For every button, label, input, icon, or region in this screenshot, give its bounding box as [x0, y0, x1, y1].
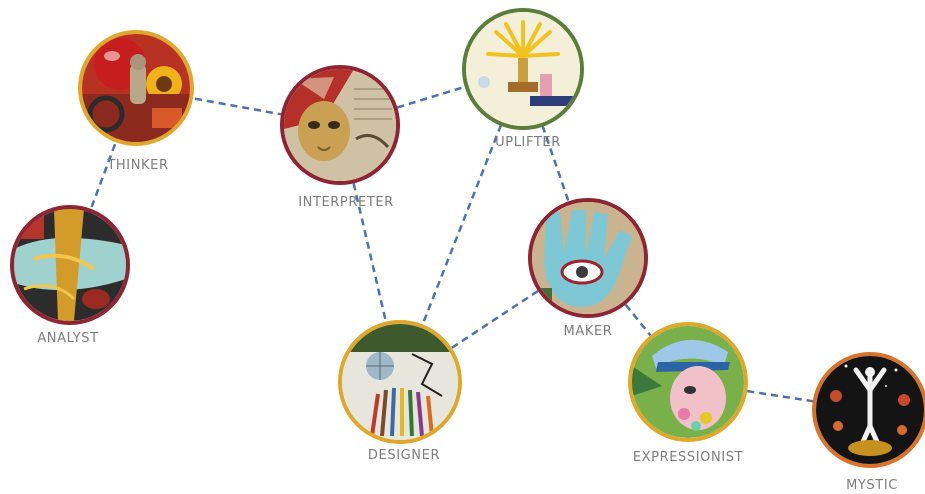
- maker-hand-eye-icon: [528, 198, 648, 318]
- node-label: MYSTIC: [846, 478, 898, 493]
- mystic-figure-icon: [812, 352, 925, 468]
- node-label: MAKER: [564, 324, 613, 339]
- expressionist-face-icon: [628, 322, 748, 442]
- node-label: EXPRESSIONIST: [633, 450, 743, 465]
- uplifter-sun-icon: [462, 8, 584, 130]
- analyst-collage-icon: [10, 205, 130, 325]
- node-label: UPLIFTER: [495, 135, 561, 150]
- designer-pencils-icon: [338, 320, 462, 444]
- node-label: DESIGNER: [368, 448, 440, 463]
- interpreter-mask-icon: [280, 65, 400, 185]
- node-label: INTERPRETER: [298, 195, 394, 210]
- node-label: THINKER: [107, 158, 168, 173]
- thinker-collage-icon: [78, 30, 194, 146]
- node-label: ANALYST: [37, 331, 98, 346]
